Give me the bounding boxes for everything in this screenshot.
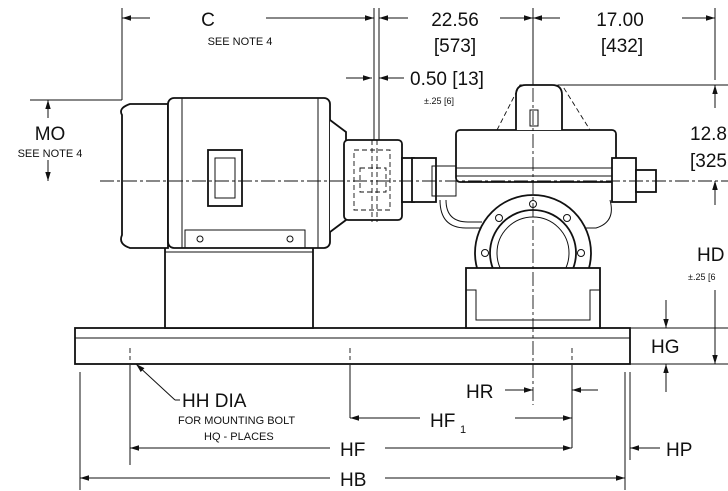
label-gap-tol: ±.25 [6] [424,96,454,106]
pump-casing [411,84,657,329]
label-gap: 0.50 [13] [410,69,484,90]
centerlines [100,88,728,465]
label-hg: HG [651,337,680,358]
label-c: C [201,10,215,31]
label-hh-note-1: FOR MOUNTING BOLT [178,415,295,427]
label-mo-note: SEE NOTE 4 [18,148,83,160]
label-22-56: 22.56 [431,10,479,31]
label-c-note: SEE NOTE 4 [208,36,273,48]
label-17-00-mm: [432] [601,36,643,57]
dimension-lines [30,8,728,490]
label-mo: MO [35,124,66,145]
dimension-labels: C SEE NOTE 4 22.56 [573] 17.00 [432] 0.5… [18,10,727,491]
base-plate [74,327,631,365]
label-hr: HR [466,382,493,403]
label-12-8: 12.8 [690,124,727,145]
label-22-56-mm: [573] [434,36,476,57]
label-hf1-sub: 1 [460,424,466,436]
label-hf1: HF [430,411,455,432]
label-17-00: 17.00 [596,10,644,31]
label-hh: HH DIA [182,391,247,412]
label-hh-note-2: HQ - PLACES [204,431,274,443]
motor-pedestal [164,237,314,329]
label-hd: HD [697,245,724,266]
label-12-8-mm: [325 [690,151,727,172]
label-hp: HP [666,440,692,461]
label-hd-tol: ±.25 [6 [688,272,715,282]
label-hf: HF [340,440,365,461]
coupling [343,139,415,222]
motor [120,97,347,249]
label-hb: HB [340,470,366,491]
